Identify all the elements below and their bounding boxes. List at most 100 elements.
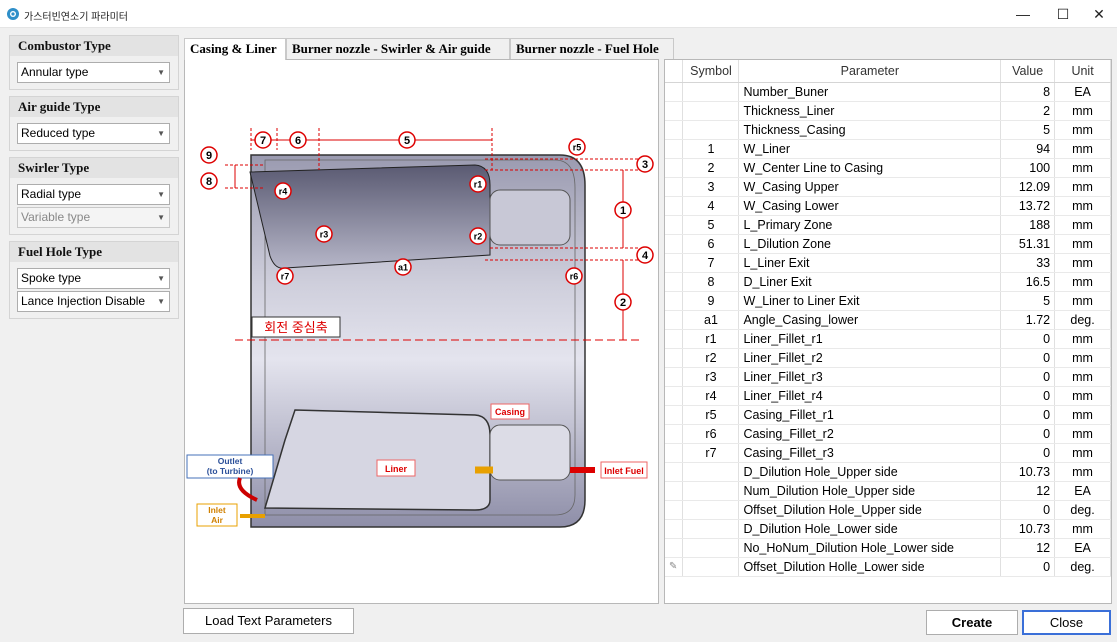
column-header-parameter[interactable]: Parameter — [738, 60, 1002, 83]
value-cell[interactable]: 51.31 — [1000, 234, 1056, 254]
swirler-type-select[interactable]: Radial type▼ — [17, 184, 170, 205]
radius-marker-label: r5 — [573, 143, 582, 153]
unit-cell: mm — [1054, 272, 1111, 292]
air-guide-type-select[interactable]: Reduced type▼ — [17, 123, 170, 144]
value-cell[interactable]: 100 — [1000, 158, 1056, 178]
value-cell[interactable]: 0 — [1000, 424, 1056, 444]
value-cell[interactable]: 0 — [1000, 329, 1056, 349]
dimension-marker-circle — [636, 246, 654, 264]
value-cell[interactable]: 0 — [1000, 443, 1056, 463]
column-header-value[interactable]: Value — [1000, 60, 1056, 83]
row-header-cell — [665, 443, 684, 463]
value-cell[interactable]: 2 — [1000, 101, 1056, 121]
parameter-cell: Offset_Dilution Hole_Upper side — [738, 500, 1002, 520]
create-button[interactable]: Create — [926, 610, 1018, 635]
value-cell[interactable]: 5 — [1000, 120, 1056, 140]
value-cell[interactable]: 94 — [1000, 139, 1056, 159]
parameter-grid[interactable]: Symbol Parameter Value Unit Number_Buner… — [664, 59, 1112, 604]
parameter-cell: W_Center Line to Casing — [738, 158, 1002, 178]
column-header-unit[interactable]: Unit — [1054, 60, 1111, 83]
value-cell[interactable]: 0 — [1000, 557, 1056, 577]
value-cell[interactable]: 188 — [1000, 215, 1056, 235]
close-button[interactable]: Close — [1022, 610, 1111, 635]
tab-casing-liner[interactable]: Casing & Liner — [184, 38, 286, 60]
window-close-button[interactable]: ✕ — [1093, 6, 1105, 22]
lance-injection-select[interactable]: Lance Injection Disable▼ — [17, 291, 170, 312]
row-header-cell — [665, 158, 684, 178]
unit-cell: mm — [1054, 424, 1111, 444]
swirler-variant-select[interactable]: Variable type▼ — [17, 207, 170, 228]
value-cell[interactable]: 16.5 — [1000, 272, 1056, 292]
combustor-type-select[interactable]: Annular type▼ — [17, 62, 170, 83]
chevron-down-icon: ▼ — [157, 190, 165, 199]
symbol-cell — [682, 500, 740, 520]
value-cell[interactable]: 13.72 — [1000, 196, 1056, 216]
radius-marker-label: r2 — [474, 232, 483, 242]
value-cell[interactable]: 1.72 — [1000, 310, 1056, 330]
unit-cell: mm — [1054, 386, 1111, 406]
minimize-button[interactable]: — — [1016, 6, 1030, 22]
row-header-cell — [665, 386, 684, 406]
row-header-cell — [665, 215, 684, 235]
value-cell[interactable]: 12 — [1000, 538, 1056, 558]
row-header-cell — [665, 82, 684, 102]
value-cell[interactable]: 0 — [1000, 386, 1056, 406]
value-cell[interactable]: 10.73 — [1000, 519, 1056, 539]
value-cell[interactable]: 0 — [1000, 367, 1056, 387]
unit-cell: mm — [1054, 139, 1111, 159]
dimension-marker-circle — [614, 201, 632, 219]
tab-swirler-air-guide[interactable]: Burner nozzle - Swirler & Air guide — [286, 38, 510, 59]
combustor-type-group: Combustor Type Annular type▼ — [9, 35, 179, 90]
row-header-cell — [665, 405, 684, 425]
value-cell[interactable]: 10.73 — [1000, 462, 1056, 482]
inlet-air-sub-label: Air — [211, 515, 224, 525]
value-cell[interactable]: 33 — [1000, 253, 1056, 273]
parameter-cell: Number_Buner — [738, 82, 1002, 102]
unit-cell: mm — [1054, 519, 1111, 539]
value-cell[interactable]: 0 — [1000, 348, 1056, 368]
value-cell[interactable]: 0 — [1000, 405, 1056, 425]
value-cell[interactable]: 12.09 — [1000, 177, 1056, 197]
tab-fuel-hole[interactable]: Burner nozzle - Fuel Hole — [510, 38, 674, 59]
symbol-cell: r1 — [682, 329, 740, 349]
parameter-cell: W_Casing Lower — [738, 196, 1002, 216]
dimension-marker-label: 9 — [206, 150, 212, 162]
value-cell[interactable]: 5 — [1000, 291, 1056, 311]
value-cell[interactable]: 8 — [1000, 82, 1056, 102]
unit-cell: deg. — [1054, 310, 1111, 330]
row-header-cell — [665, 348, 684, 368]
maximize-button[interactable]: ☐ — [1056, 6, 1070, 22]
load-text-parameters-button[interactable]: Load Text Parameters — [183, 608, 354, 634]
value-cell[interactable]: 0 — [1000, 500, 1056, 520]
fuel-hole-type-select[interactable]: Spoke type▼ — [17, 268, 170, 289]
column-header-symbol[interactable]: Symbol — [682, 60, 740, 83]
value-cell[interactable]: 12 — [1000, 481, 1056, 501]
